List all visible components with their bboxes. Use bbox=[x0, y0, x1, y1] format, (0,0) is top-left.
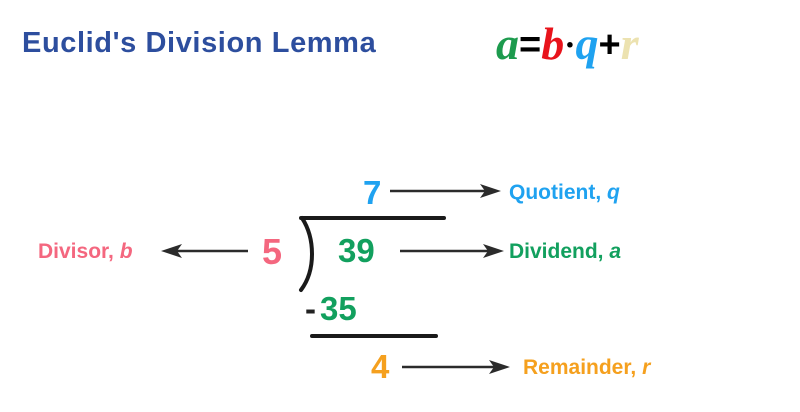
minus-sign: - bbox=[305, 290, 320, 327]
subtraction-rule bbox=[310, 334, 438, 338]
formula-equals-sign: = bbox=[519, 24, 542, 66]
remainder-value: 4 bbox=[371, 348, 390, 385]
divisor-label: Divisor, b bbox=[38, 241, 133, 262]
quotient-value: 7 bbox=[363, 174, 382, 211]
divisor-value: 5 bbox=[262, 231, 283, 272]
dividend-arrow-icon bbox=[400, 244, 504, 258]
remainder-label: Remainder, r bbox=[523, 357, 650, 378]
formula-term-q: q bbox=[575, 18, 599, 69]
divisor-label-text: Divisor, bbox=[38, 240, 114, 263]
quotient-arrow-icon bbox=[390, 184, 501, 198]
quotient-label-variable: q bbox=[607, 181, 620, 204]
dividend-label: Dividend, a bbox=[509, 241, 621, 262]
formula-multiply-dot: · bbox=[564, 27, 576, 64]
dividend-label-variable: a bbox=[609, 240, 622, 263]
formula-term-a: a bbox=[496, 18, 519, 69]
dividend-label-text: Dividend, bbox=[509, 240, 604, 263]
quotient-label: Quotient, q bbox=[509, 182, 620, 203]
formula-term-b: b bbox=[541, 18, 565, 69]
remainder-label-variable: r bbox=[642, 356, 651, 379]
subtract-value: 35 bbox=[320, 290, 357, 327]
quotient-label-text: Quotient, bbox=[509, 181, 602, 204]
subtraction-row: -35 bbox=[305, 292, 357, 325]
division-bracket-icon bbox=[299, 216, 446, 292]
lemma-formula: a=b·q+r bbox=[496, 21, 639, 67]
page-title: Euclid's Division Lemma bbox=[22, 27, 377, 59]
dividend-value: 39 bbox=[338, 232, 375, 269]
divisor-arrow-icon bbox=[161, 244, 248, 258]
remainder-arrow-icon bbox=[402, 360, 510, 374]
formula-plus-sign: + bbox=[598, 24, 621, 66]
formula-term-r: r bbox=[620, 18, 639, 69]
divisor-label-variable: b bbox=[119, 240, 133, 263]
remainder-label-text: Remainder, bbox=[523, 356, 637, 379]
